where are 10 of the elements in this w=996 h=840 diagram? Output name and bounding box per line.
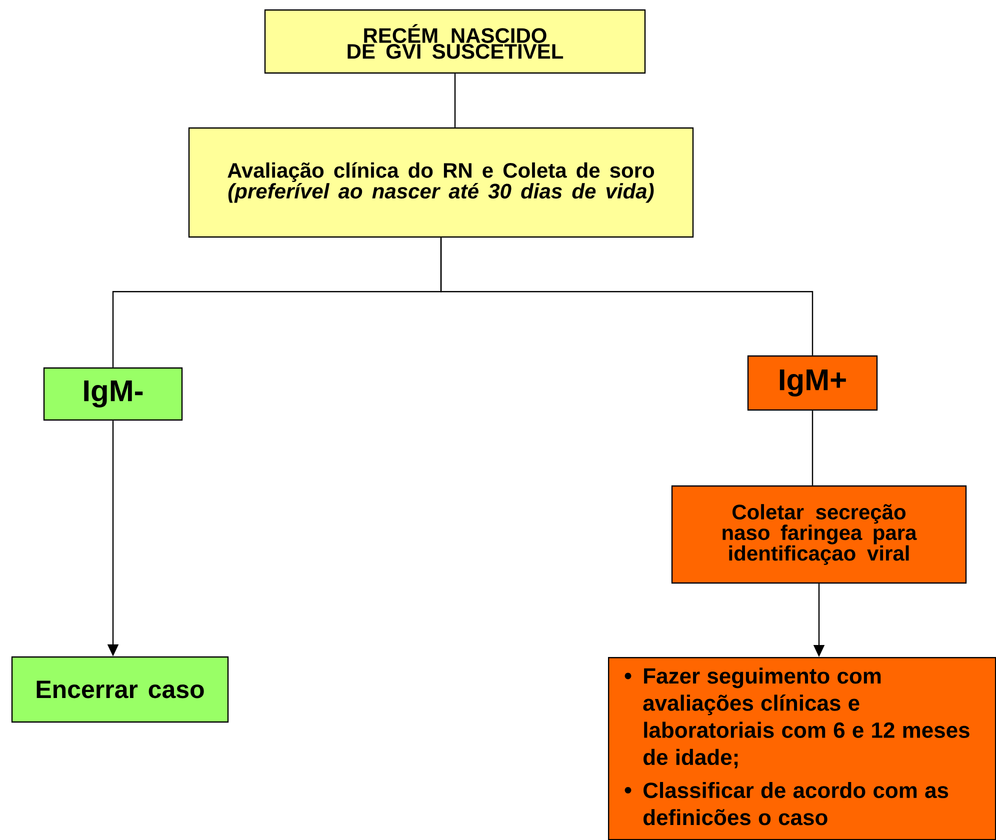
process-box: Avaliação clínica do RN e Coleta de soro (preferível ao nascer até 30 dias de vida) (188, 127, 694, 238)
result-box: IgM- (43, 367, 183, 421)
outcome-box: Encerrar caso (11, 656, 229, 723)
connector-line (812, 410, 814, 486)
instruction-box: Fazer seguimento com avaliações clínicas e laboratoriais com 6 e 12 meses de idade; Classificar de acordo com as definicões o caso (608, 657, 996, 840)
connector-line (454, 74, 456, 128)
result-box: IgM+ (747, 355, 878, 411)
process-box: RECÉM NASCIDO DE GVI SUSCETIVEL (264, 9, 646, 74)
process-box: Coletar secreção naso faringea para identificaçao viral (671, 485, 967, 584)
connector-line (440, 238, 814, 356)
